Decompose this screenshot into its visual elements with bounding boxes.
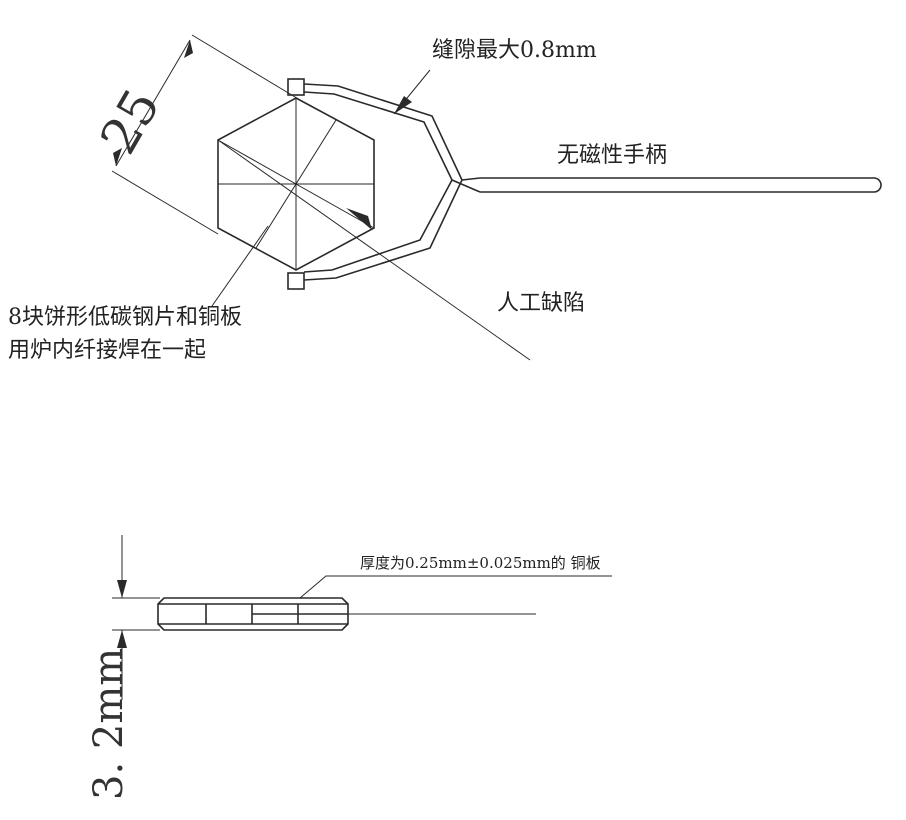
defect-label: 人工缺陷: [497, 291, 585, 316]
plate-leader: [299, 575, 612, 599]
thickness-label: 3. 2mm: [86, 648, 132, 800]
handle-label: 无磁性手柄: [557, 143, 667, 168]
dim-extension-upper: [191, 34, 301, 101]
gap-arrow: [394, 96, 412, 114]
defect-arrow: [346, 208, 372, 230]
dim-arrow-top: [184, 40, 193, 58]
side-view: 3. 2mm 厚度为0.25mm±0.025mm的 铜板: [86, 535, 612, 800]
top-view: 25 缝隙最大0.8mm 无磁性手柄: [8, 34, 882, 363]
hexagon-segments: [217, 98, 375, 270]
dim-arrow-bottom: [113, 148, 122, 166]
defect-line: [217, 139, 531, 361]
body-leader: [211, 225, 269, 307]
mount-tab-bottom: [287, 272, 305, 290]
body-label-line2: 用炉内纤接焊在一起: [8, 338, 206, 363]
thickness-arrow-top: [117, 580, 127, 598]
thickness-arrow-bottom: [117, 630, 127, 648]
handle-wire: [303, 83, 481, 281]
plate-stack: [157, 597, 349, 631]
gap-label: 缝隙最大0.8mm: [432, 38, 597, 63]
plate-label: 厚度为0.25mm±0.025mm的 铜板: [360, 554, 601, 572]
dim-line-25: [115, 39, 191, 167]
mount-tab-top: [287, 78, 305, 96]
body-label-line1: 8块饼形低碳钢片和铜板: [8, 305, 242, 330]
handle-rod: [480, 177, 882, 193]
dim-extension-lower: [111, 170, 219, 235]
